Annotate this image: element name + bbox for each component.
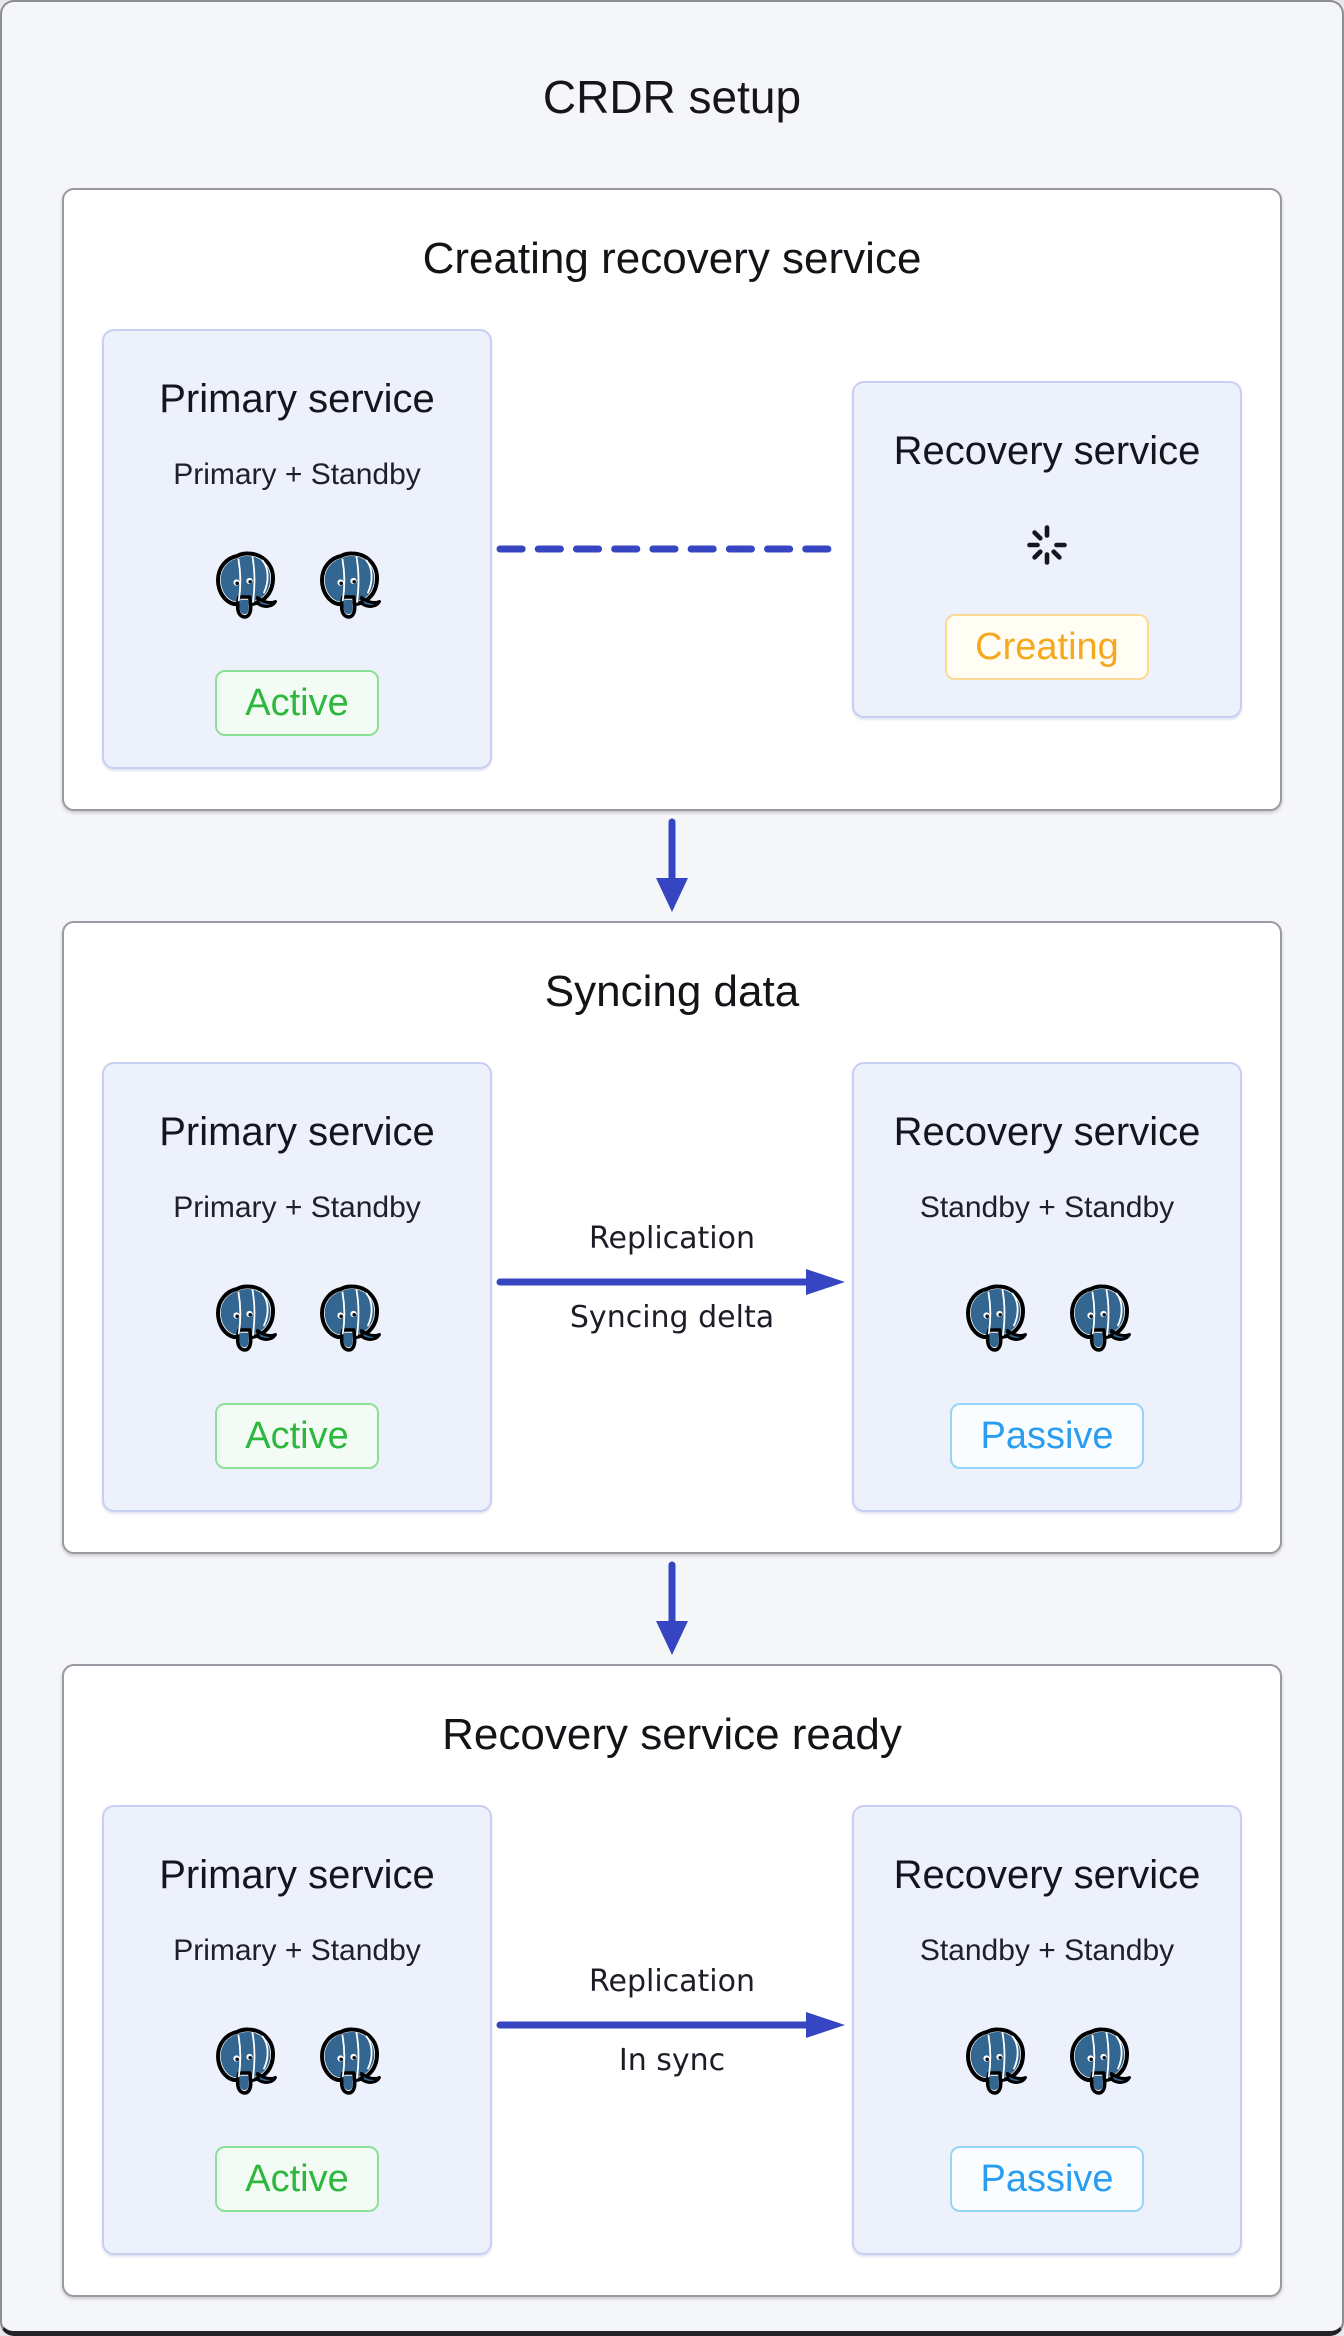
replication-label: Replication (588, 1221, 755, 1256)
primary-service-box: Primary service Primary + Standby Active (102, 1805, 492, 2255)
stage-title: Creating recovery service (422, 234, 922, 283)
replication-label: Replication (588, 1964, 755, 1999)
dashed-link-icon (496, 545, 848, 553)
recovery-service-box: Recovery service Standby + Standby Passi… (852, 1805, 1242, 2255)
postgres-instances (854, 1283, 1240, 1353)
service-box-title: Recovery service (893, 428, 1201, 473)
postgres-elephant-icon (962, 2026, 1028, 2096)
status-badge-active: Active (215, 670, 379, 736)
replication-connector: Replication Syncing delta (492, 1220, 852, 1334)
flow-down-arrow-icon (2, 811, 1342, 921)
page-title: CRDR setup (542, 71, 802, 123)
stage-content-row: Primary service Primary + Standby Active… (102, 1062, 1242, 1512)
status-badge-active: Active (215, 1403, 379, 1469)
stage-panel-syncing-data: Syncing data Primary service Primary + S… (62, 921, 1282, 1554)
service-box-subtitle: Primary + Standby (173, 1191, 421, 1224)
stage-content-row: Primary service Primary + Standby Active… (102, 329, 1242, 769)
stage-title: Recovery service ready (442, 1710, 902, 1759)
primary-service-box: Primary service Primary + Standby Active (102, 329, 492, 769)
stage-panel-recovery-service-ready: Recovery service ready Primary service P… (62, 1664, 1282, 2297)
postgres-instances (104, 1283, 490, 1353)
service-box-title: Recovery service (893, 1110, 1201, 1154)
postgres-elephant-icon (212, 2026, 278, 2096)
status-badge-passive: Passive (950, 1403, 1144, 1469)
service-box-subtitle: Primary + Standby (173, 1934, 421, 1967)
primary-service-box: Primary service Primary + Standby Active (102, 1062, 492, 1512)
postgres-elephant-icon (212, 1283, 278, 1353)
stage-panel-creating-recovery-service: Creating recovery service Primary servic… (62, 188, 1282, 811)
replication-arrow-icon (496, 2009, 848, 2041)
pending-link-connector (492, 545, 852, 553)
service-box-subtitle: Standby + Standby (919, 1934, 1175, 1967)
recovery-service-box: Recovery service Standby + Standby Passi… (852, 1062, 1242, 1512)
status-badge-active: Active (215, 2146, 379, 2212)
flow-down-arrow-icon (2, 1554, 1342, 1664)
status-badge-creating: Creating (945, 613, 1149, 680)
stage-title: Syncing data (544, 967, 800, 1016)
service-box-title: Primary service (159, 1853, 435, 1897)
status-badge-passive: Passive (950, 2146, 1144, 2212)
stage-content-row: Primary service Primary + Standby Active… (102, 1805, 1242, 2255)
postgres-instances (104, 2026, 490, 2096)
replication-arrow-icon (496, 1266, 848, 1298)
service-box-subtitle: Standby + Standby (919, 1191, 1175, 1224)
postgres-elephant-icon (316, 1283, 382, 1353)
recovery-service-box: Recovery service Creating (852, 380, 1242, 718)
spinner-icon (854, 518, 1240, 572)
postgres-elephant-icon (1066, 1283, 1132, 1353)
service-box-title: Primary service (159, 1110, 435, 1154)
postgres-instances (104, 550, 490, 620)
sync-state-label: Syncing delta (569, 1300, 775, 1335)
postgres-elephant-icon (316, 2026, 382, 2096)
service-box-title: Primary service (159, 377, 435, 421)
postgres-elephant-icon (962, 1283, 1028, 1353)
postgres-elephant-icon (316, 550, 382, 620)
postgres-elephant-icon (212, 550, 278, 620)
service-box-subtitle: Primary + Standby (173, 458, 421, 491)
replication-connector: Replication In sync (492, 1963, 852, 2077)
sync-state-label: In sync (618, 2043, 726, 2078)
postgres-elephant-icon (1066, 2026, 1132, 2096)
postgres-instances (854, 2026, 1240, 2096)
service-box-title: Recovery service (893, 1853, 1201, 1897)
